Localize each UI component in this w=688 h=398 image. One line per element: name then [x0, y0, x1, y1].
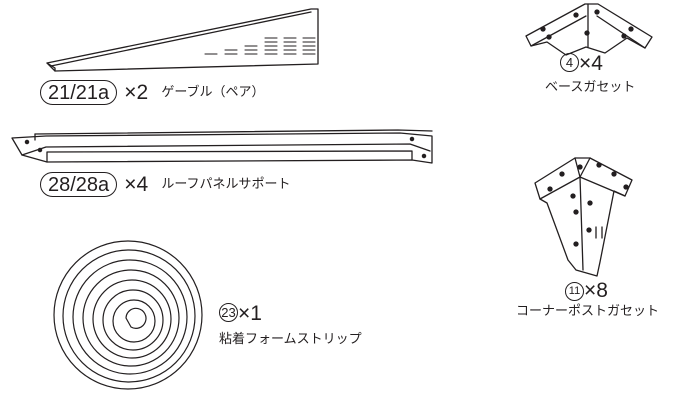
- roof-panel-support-drawing: [11, 129, 433, 164]
- base-gusset-label: 4×4: [560, 53, 603, 74]
- foam-strip-roll-drawing: [53, 240, 203, 390]
- foam-strip-label: 23×1: [219, 303, 262, 324]
- gable-label: 21/21a ×2 ゲーブル（ペア）: [40, 80, 265, 105]
- part-name: 粘着フォームストリップ: [219, 332, 362, 347]
- quantity: ×2: [124, 81, 149, 104]
- quantity: ×4: [124, 173, 149, 196]
- gable-vent-lines: [204, 37, 316, 55]
- part-name: ベースガセット: [545, 80, 636, 95]
- part-number-circle: 11: [565, 282, 584, 301]
- part-number-badge: 28/28a: [40, 172, 118, 197]
- quantity: ×1: [238, 302, 262, 325]
- quantity: ×4: [579, 52, 603, 75]
- corner-post-gusset-drawing: [534, 157, 633, 277]
- part-name: コーナーポストガセット: [516, 304, 660, 319]
- quantity: ×8: [584, 279, 608, 302]
- base-gusset-drawing: [525, 3, 653, 56]
- part-name: ゲーブル（ペア）: [161, 85, 265, 100]
- roof-panel-support-label: 28/28a ×4 ルーフパネルサポート: [40, 172, 291, 197]
- part-number-circle: 4: [560, 53, 579, 72]
- part-name: ルーフパネルサポート: [161, 177, 291, 192]
- part-number-badge: 21/21a: [40, 80, 118, 105]
- corner-post-gusset-label: 11×8: [565, 280, 608, 301]
- gable-panel-drawing: [46, 8, 319, 72]
- part-number-circle: 23: [219, 303, 238, 322]
